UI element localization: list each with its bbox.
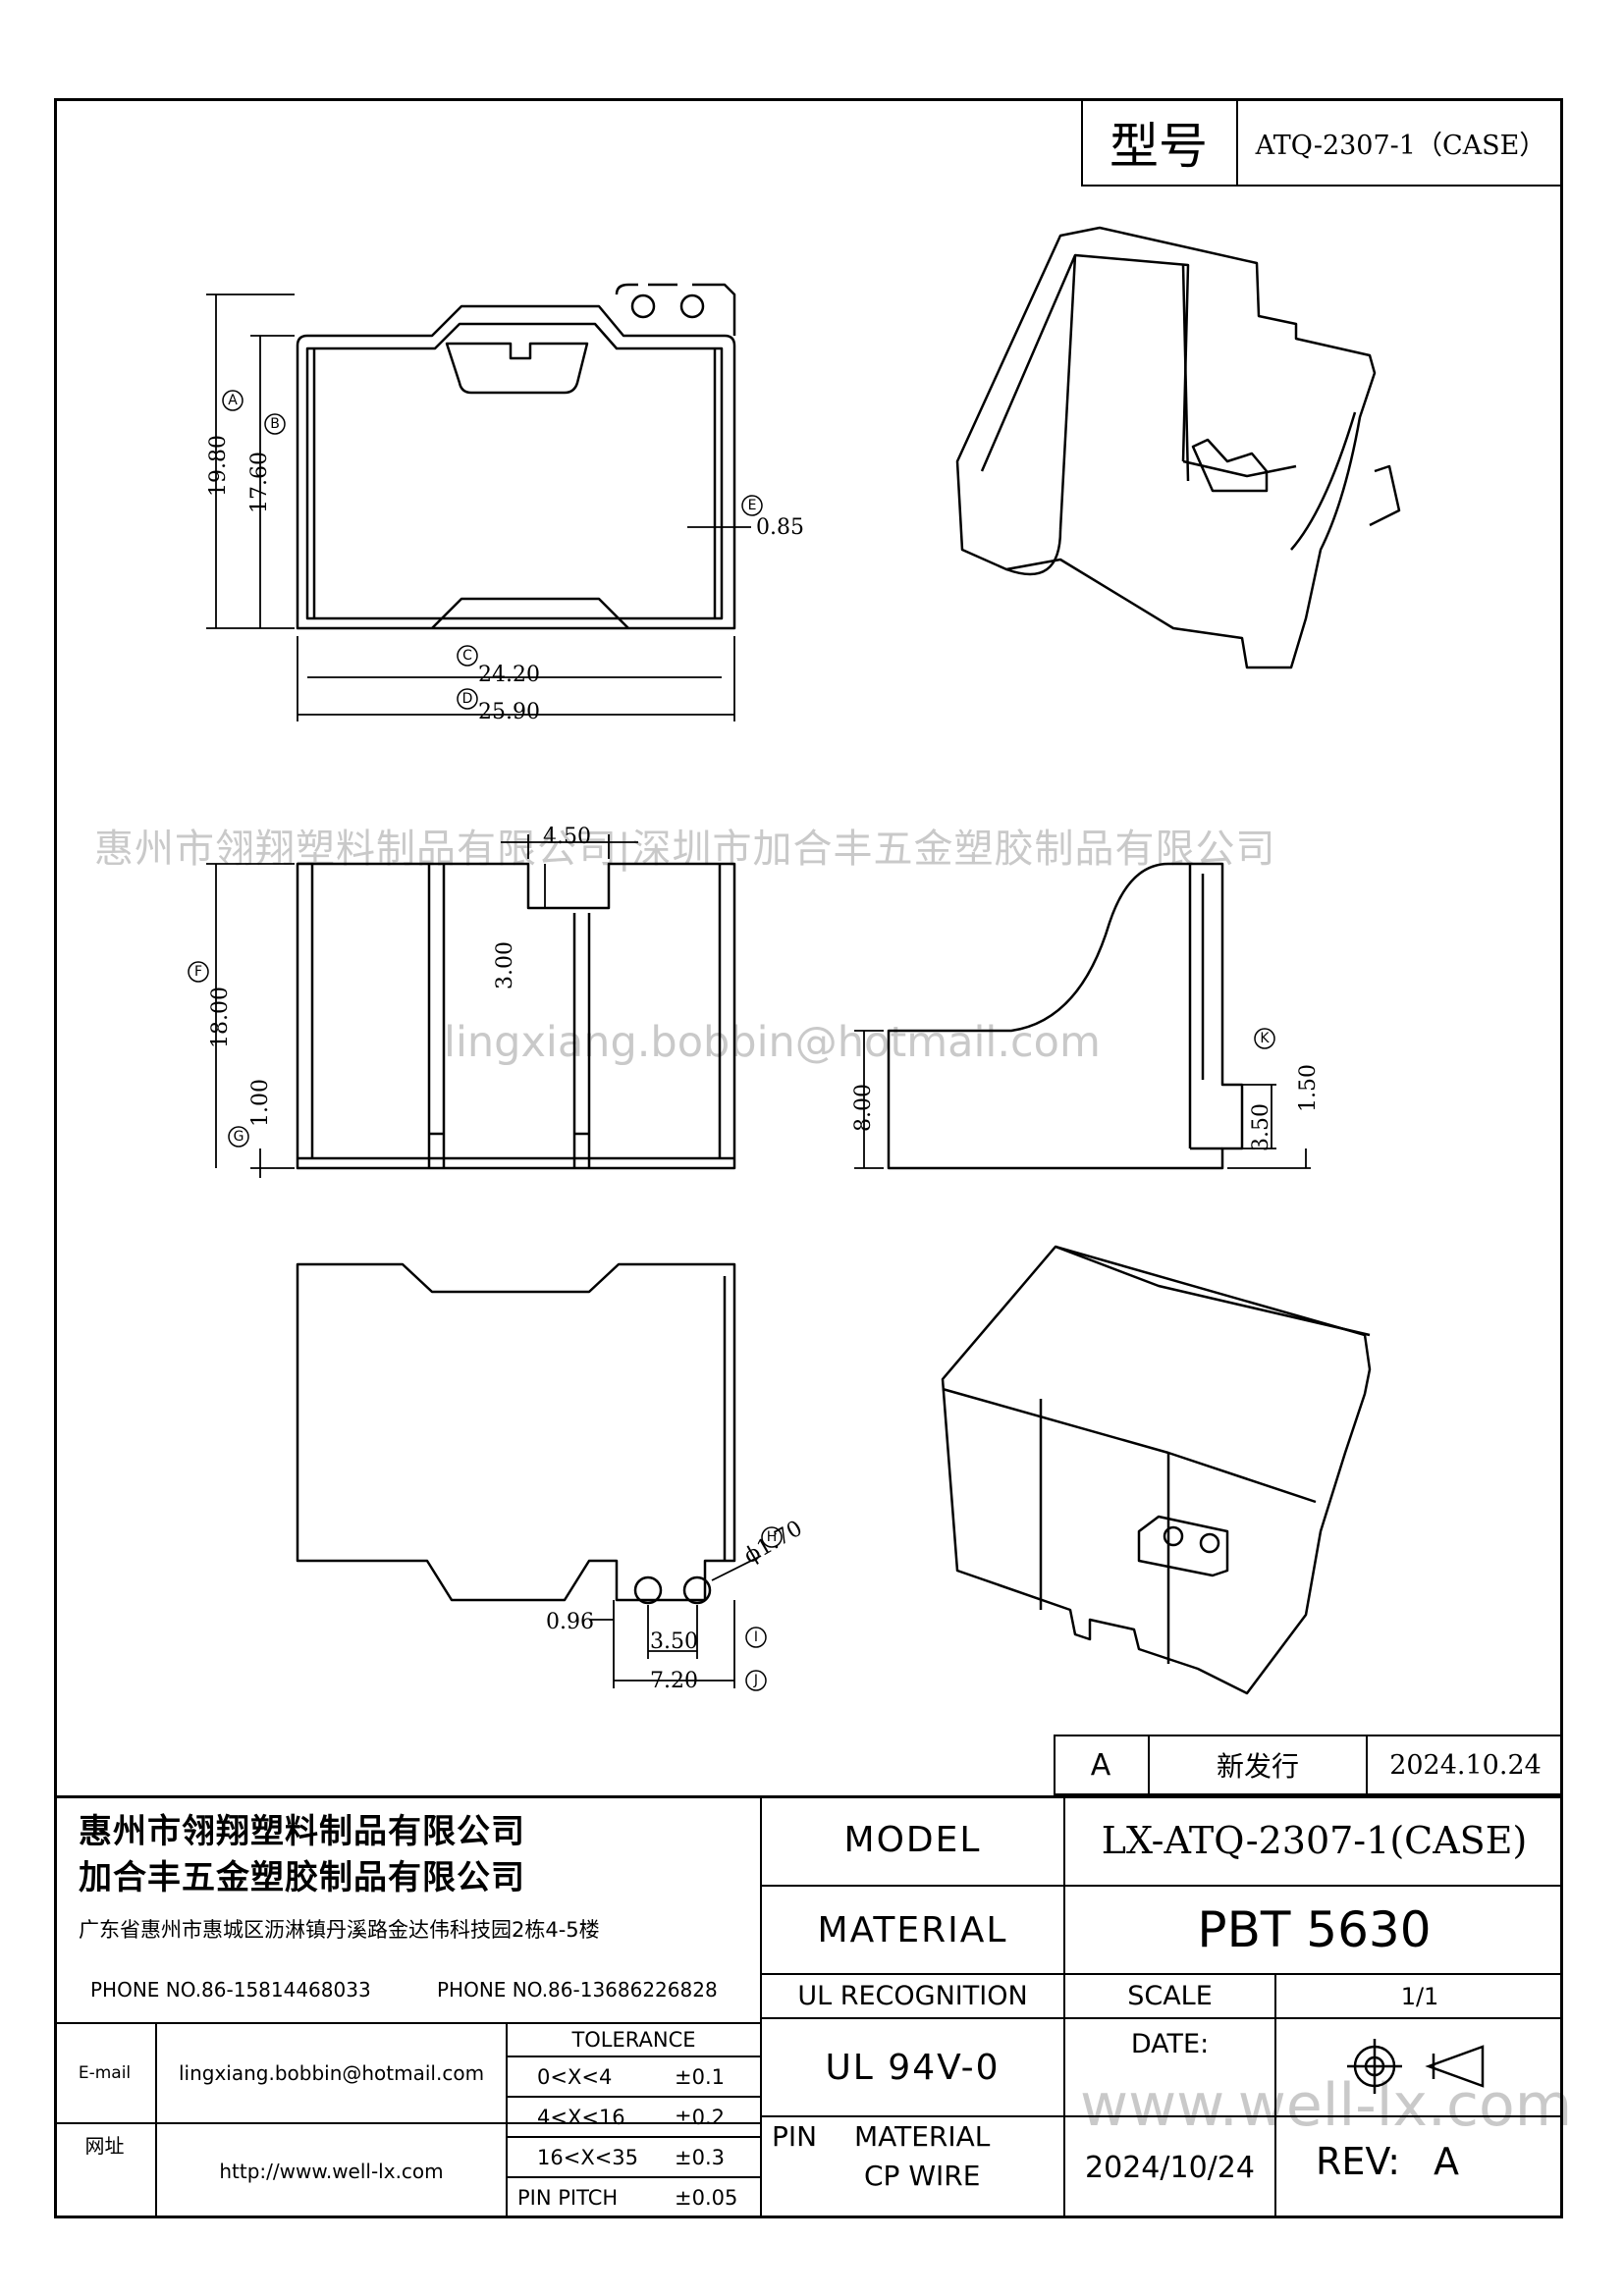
dim-1-50: 1.50: [1296, 1064, 1321, 1112]
dim-letter-E: E: [747, 498, 757, 513]
tolerance-row-2: 4<X<16 ±0.2: [508, 2098, 760, 2138]
tolerance-value-4: ±0.05: [675, 2186, 738, 2210]
tb-vline-labels: [155, 2022, 157, 2218]
revision-table: [1054, 1735, 1563, 1795]
side-view: [296, 862, 736, 1170]
tb-hline-r2: [762, 1973, 1563, 1975]
iso-view-top: [955, 226, 1401, 669]
dim-8-00: 8.00: [851, 1084, 876, 1132]
model-value: LX-ATQ-2307-1(CASE): [1101, 1818, 1528, 1862]
date-value: 2024/10/24: [1085, 2151, 1255, 2185]
tolerance-range-1: 0<X<4: [537, 2065, 613, 2089]
tb-vline-right-1: [1063, 1795, 1065, 2218]
tolerance-header: TOLERANCE: [508, 2024, 760, 2057]
tolerance-value-1: ±0.1: [675, 2065, 725, 2089]
company-name-2: 加合丰五金塑胶制品有限公司: [79, 1858, 525, 1897]
revision-date: 2024.10.24: [1389, 1749, 1542, 1781]
dim-25-90: 25.90: [478, 700, 540, 724]
pin-label: PIN: [772, 2120, 818, 2153]
tolerance-value-2: ±0.2: [675, 2106, 725, 2129]
ul-label: UL RECOGNITION: [797, 1981, 1028, 2011]
dim-0-96: 0.96: [546, 1610, 594, 1634]
tolerance-row-3: 16<X<35 ±0.3: [508, 2138, 760, 2178]
web-label: 网址: [84, 2133, 125, 2158]
ul-value: UL 94V-0: [825, 2047, 1001, 2088]
bottom-view: [296, 1262, 736, 1605]
dim-letter-K: K: [1260, 1031, 1270, 1046]
scale-value: 1/1: [1400, 1982, 1439, 2010]
dim-letter-D: D: [461, 691, 473, 707]
tb-vline-main: [760, 1795, 762, 2218]
rev-label: REV:: [1316, 2140, 1401, 2183]
dim-0-85: 0.85: [756, 515, 804, 540]
title-block: [54, 1795, 1563, 2218]
dim-3-50-bottom: 3.50: [650, 1629, 698, 1654]
tb-vline-tolerance: [506, 2022, 508, 2218]
profile-view: [887, 862, 1244, 1170]
scale-label: SCALE: [1127, 1981, 1213, 2011]
tolerance-range-3: 16<X<35: [537, 2146, 639, 2169]
dim-letter-G: G: [233, 1129, 244, 1145]
date-label: DATE:: [1130, 2028, 1210, 2059]
web-value: http://www.well-lx.com: [219, 2160, 444, 2183]
company-address: 广东省惠州市惠城区沥淋镇丹溪路金达伟科技园2栋4-5楼: [79, 1918, 600, 1942]
tb-vline-right-2: [1274, 1973, 1276, 2218]
model-label: MODEL: [843, 1820, 982, 1860]
dim-letter-F: F: [193, 964, 203, 980]
dim-letter-B: B: [270, 416, 280, 432]
revision-rev: A: [1054, 1735, 1150, 1795]
dim-letter-H: H: [766, 1529, 778, 1545]
watermark-website: www.well-lx.com: [1080, 2071, 1573, 2140]
dim-letter-J: J: [753, 1673, 759, 1688]
tolerance-range-4: PIN PITCH: [517, 2186, 619, 2210]
tb-hline-r4: [762, 2115, 1563, 2117]
dim-1-00: 1.00: [248, 1079, 273, 1127]
tolerance-row-1: 0<X<4 ±0.1: [508, 2057, 760, 2098]
dim-letter-A: A: [228, 393, 238, 408]
tb-hline-r3: [762, 2017, 1563, 2019]
iso-view-bottom: [941, 1245, 1372, 1695]
pin-material-value: CP WIRE: [864, 2160, 981, 2192]
header-model-box: [1081, 98, 1563, 187]
tolerance-range-2: 4<X<16: [537, 2106, 625, 2129]
tb-hline-r1: [762, 1885, 1563, 1887]
header-model-label: 型号: [1081, 98, 1238, 187]
pin-material-label: MATERIAL: [854, 2120, 991, 2153]
company-name-1: 惠州市翎翔塑料制品有限公司: [79, 1812, 525, 1851]
tolerance-value-3: ±0.3: [675, 2146, 725, 2169]
watermark-email: lingxiang.bobbin@hotmail.com: [444, 1018, 1101, 1067]
top-view: [296, 283, 736, 630]
dim-letter-C: C: [462, 648, 472, 664]
dim-17-60: 17.60: [247, 452, 272, 513]
dim-3-50-profile: 3.50: [1249, 1103, 1273, 1151]
phone-1: PHONE NO.86-15814468033: [90, 1978, 371, 2002]
email-value: lingxiang.bobbin@hotmail.com: [178, 2061, 485, 2085]
tb-hline-contact: [54, 2022, 762, 2024]
rev-value: A: [1434, 2140, 1459, 2183]
dim-19-80: 19.80: [206, 435, 231, 497]
email-label: E-mail: [78, 2063, 132, 2083]
revision-description: 新发行: [1150, 1735, 1368, 1795]
third-angle-projection-icon: [1345, 2037, 1492, 2096]
dim-letter-I: I: [753, 1629, 759, 1645]
dim-4-50: 4.50: [543, 825, 591, 849]
dim-7-20: 7.20: [650, 1669, 698, 1693]
tolerance-row-4: PIN PITCH ±0.05: [508, 2178, 760, 2218]
tb-hline-web: [54, 2122, 762, 2124]
material-label: MATERIAL: [817, 1909, 1008, 1950]
dim-24-20: 24.20: [478, 663, 540, 687]
dim-3-00: 3.00: [493, 941, 517, 989]
phone-2: PHONE NO.86-13686226828: [437, 1978, 718, 2002]
material-value: PBT 5630: [1197, 1901, 1432, 1958]
dim-18-00: 18.00: [208, 987, 233, 1048]
header-model-value: ATQ-2307-1（CASE）: [1255, 130, 1546, 161]
